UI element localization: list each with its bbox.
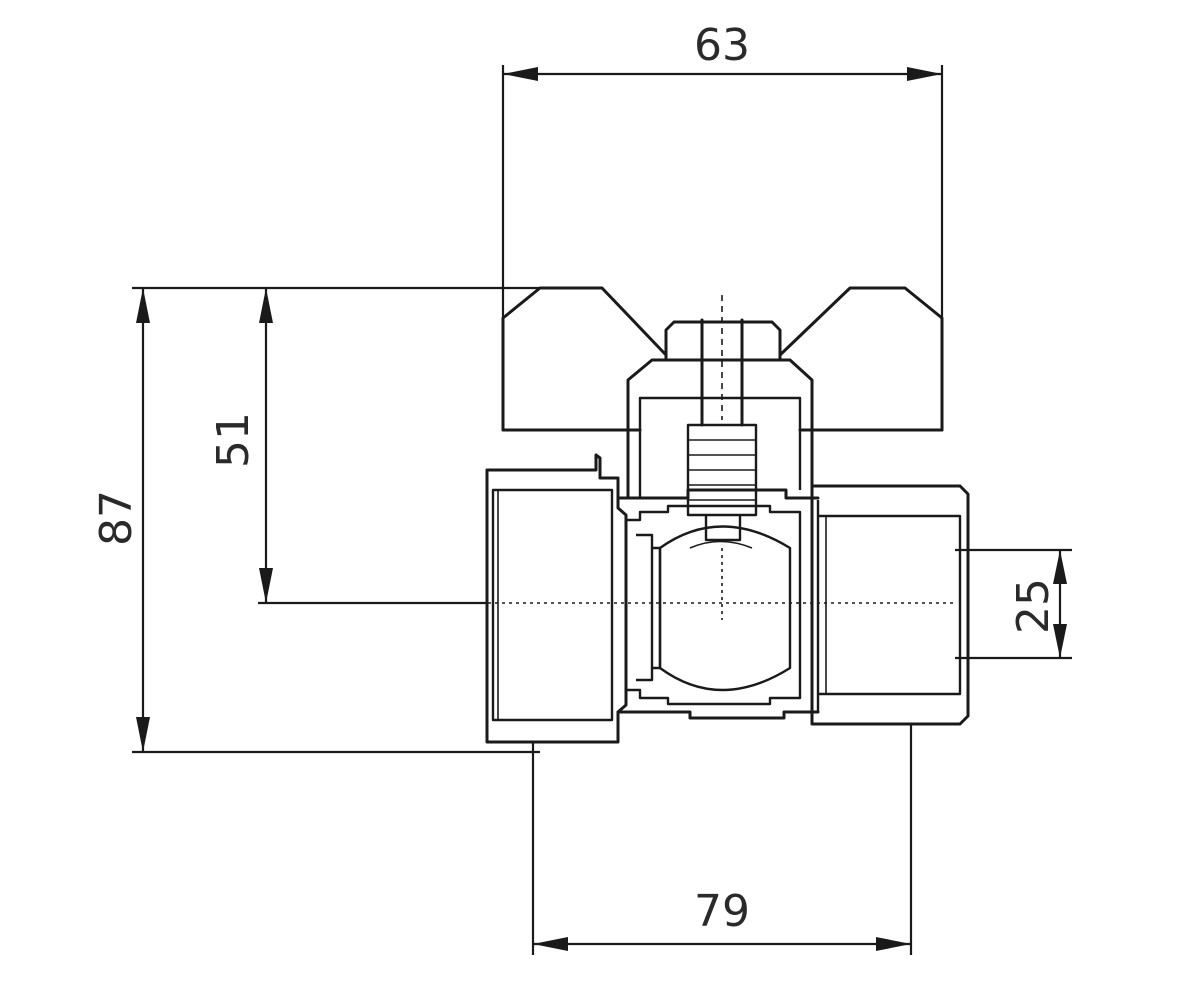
dimension-bore: 25 xyxy=(955,548,1072,660)
dimension-label-stem-height: 51 xyxy=(208,412,259,468)
dimension-label-body-length: 79 xyxy=(694,886,750,937)
dimension-label-total-height: 87 xyxy=(91,490,142,546)
dimension-label-bore: 25 xyxy=(1008,578,1059,634)
dimension-label-handle-width: 63 xyxy=(694,20,750,71)
dimension-handle-width: 63 xyxy=(501,20,944,318)
dimension-total-height: 87 xyxy=(91,286,540,754)
dimension-stem-height: 51 xyxy=(208,288,488,605)
dimension-body-length: 79 xyxy=(531,724,913,955)
valve-stem xyxy=(626,295,814,542)
valve-body xyxy=(485,453,970,744)
